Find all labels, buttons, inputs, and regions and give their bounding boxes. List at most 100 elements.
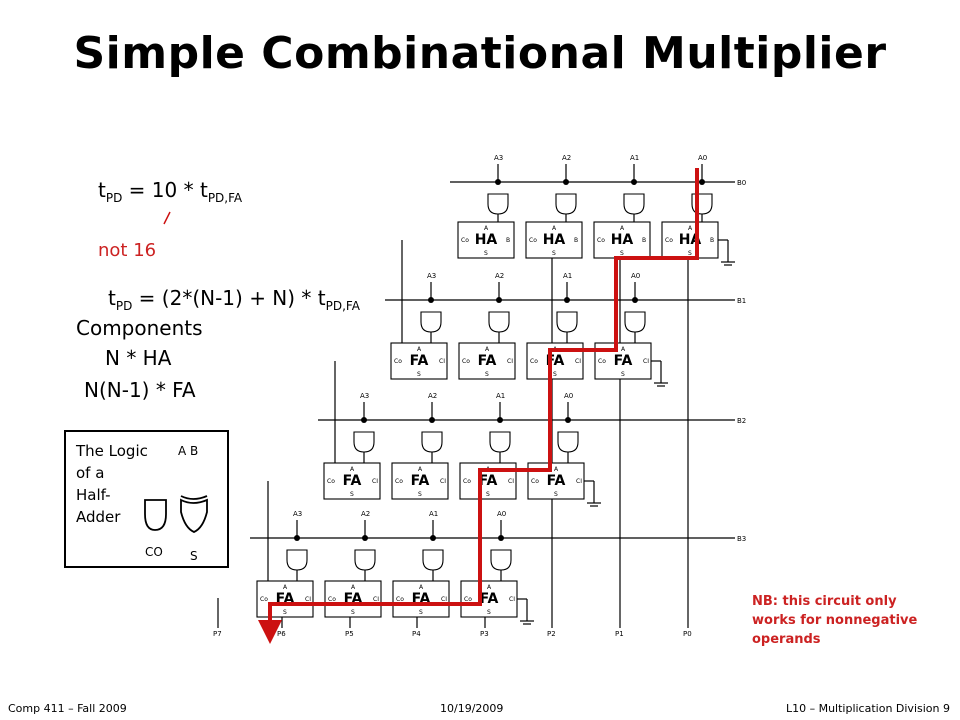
b-label: B2 (737, 417, 746, 425)
pin-a: A (351, 584, 356, 591)
formula-t: t (108, 286, 116, 310)
pin-a: A (484, 225, 489, 232)
pin-co: Co (463, 478, 471, 485)
pin-a: A (485, 346, 490, 353)
pin-a: A (419, 584, 424, 591)
pin-a: A (418, 466, 423, 473)
and-gate (489, 431, 511, 453)
and-gate (421, 431, 443, 453)
a-label: A1 (563, 272, 572, 280)
and-gate (623, 193, 645, 215)
a-label: A0 (698, 154, 707, 162)
formula-sub: PD (115, 299, 133, 313)
pin-s: S (552, 250, 556, 257)
pin-s: S (283, 609, 287, 616)
fa-label: FA (479, 473, 498, 489)
pin-label: CI (439, 358, 445, 365)
a-label: A1 (496, 392, 505, 400)
footer-center: 10/19/2009 (440, 702, 504, 715)
pin-co: Co (461, 237, 469, 244)
tpd-general-formula: tPD = (2*(N-1) + N) * tPD,FA (108, 286, 360, 313)
pin-label: B (574, 237, 578, 244)
caption-line: Adder (76, 508, 121, 526)
junction-dot (294, 535, 300, 541)
pin-a: A (621, 346, 626, 353)
pin-co: Co (328, 596, 336, 603)
a-label: A3 (293, 510, 302, 518)
tpd-fixed-formula: tPD = 10 * tPD,FA (98, 178, 242, 205)
junction-dot (632, 297, 638, 303)
a-label: A1 (630, 154, 639, 162)
pin-a: A (350, 466, 355, 473)
pin-s: S (417, 371, 421, 378)
pin-s: S (487, 609, 491, 616)
junction-dot (564, 297, 570, 303)
pin-co: Co (395, 478, 403, 485)
pin-s: S (485, 371, 489, 378)
p-label: P1 (615, 630, 624, 638)
pin-s: S (484, 250, 488, 257)
formula-mid: = 10 * t (122, 178, 208, 202)
p-label: P3 (480, 630, 489, 638)
b-label: B1 (737, 297, 746, 305)
b-label: B0 (737, 179, 746, 187)
formula-sub: PD (105, 191, 123, 205)
pin-a: A (417, 346, 422, 353)
pin-co: Co (394, 358, 402, 365)
junction-dot (497, 417, 503, 423)
and-gate (420, 311, 442, 333)
not16-pointer (163, 211, 171, 225)
pin-co: Co (529, 237, 537, 244)
junction-dot (699, 179, 705, 185)
junction-dot (361, 417, 367, 423)
pin-s: S (351, 609, 355, 616)
pin-label: CI (440, 478, 446, 485)
p-label: P6 (277, 630, 286, 638)
pin-a: A (552, 225, 557, 232)
and-gate (490, 549, 512, 571)
pin-s: S (350, 491, 354, 498)
junction-dot (362, 535, 368, 541)
junction-dot (428, 297, 434, 303)
and-gate (487, 193, 509, 215)
ha-out-co: CO (145, 545, 163, 559)
xor-curve (180, 495, 208, 500)
pin-co: Co (530, 358, 538, 365)
and-gate (488, 311, 510, 333)
a-label: A2 (361, 510, 370, 518)
and-gate (624, 311, 646, 333)
fa-label: FA (614, 353, 633, 369)
pin-s: S (419, 609, 423, 616)
caption-line: The Logic (76, 442, 148, 460)
pin-label: CI (305, 596, 311, 603)
a-label: A2 (428, 392, 437, 400)
p-label: P7 (213, 630, 222, 638)
critical-path (258, 168, 699, 644)
pin-label: CI (643, 358, 649, 365)
formula-t: t (98, 178, 106, 202)
junction-dot (631, 179, 637, 185)
junction-dot (498, 535, 504, 541)
junction-dot (430, 535, 436, 541)
fa-label: FA (547, 473, 566, 489)
a-label: A0 (497, 510, 506, 518)
a-label: A3 (494, 154, 503, 162)
and-gate (353, 431, 375, 453)
junction-dot (495, 179, 501, 185)
pin-s: S (486, 491, 490, 498)
pin-a: A (487, 584, 492, 591)
pin-a: A (283, 584, 288, 591)
pin-s: S (418, 491, 422, 498)
pin-a: A (554, 466, 559, 473)
p-label: P0 (683, 630, 692, 638)
not-16-note: not 16 (98, 240, 157, 261)
pin-s: S (688, 250, 692, 257)
